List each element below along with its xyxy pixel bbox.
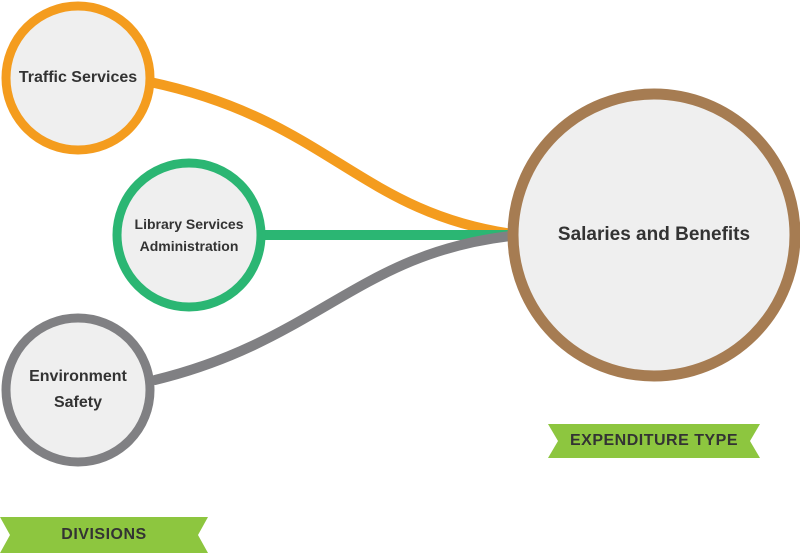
- node-traffic-services[interactable]: [1, 1, 155, 155]
- expenditure-type-ribbon: EXPENDITURE TYPE: [548, 424, 760, 458]
- node-environment-safety[interactable]: [1, 313, 155, 467]
- node-traffic-services-label: Traffic Services: [18, 69, 138, 87]
- ribbon-shape: [548, 424, 760, 458]
- node-environment-safety-label: Environment Safety: [29, 368, 127, 411]
- expenditure-type-title: EXPENDITURE TYPE: [569, 432, 739, 449]
- node-library-services-label: Library Services Administration: [134, 215, 244, 254]
- connector-environment: [150, 230, 525, 385]
- node-salaries-and-benefits[interactable]: [507, 88, 800, 382]
- connector-traffic: [145, 77, 525, 240]
- ribbon-shape: [0, 517, 208, 553]
- divisions-ribbon: DIVISIONS: [0, 517, 208, 553]
- divisions-title: DIVISIONS: [61, 526, 147, 543]
- node-library-services[interactable]: [112, 158, 266, 312]
- node-salaries-label: Salaries and Benefits: [557, 223, 751, 245]
